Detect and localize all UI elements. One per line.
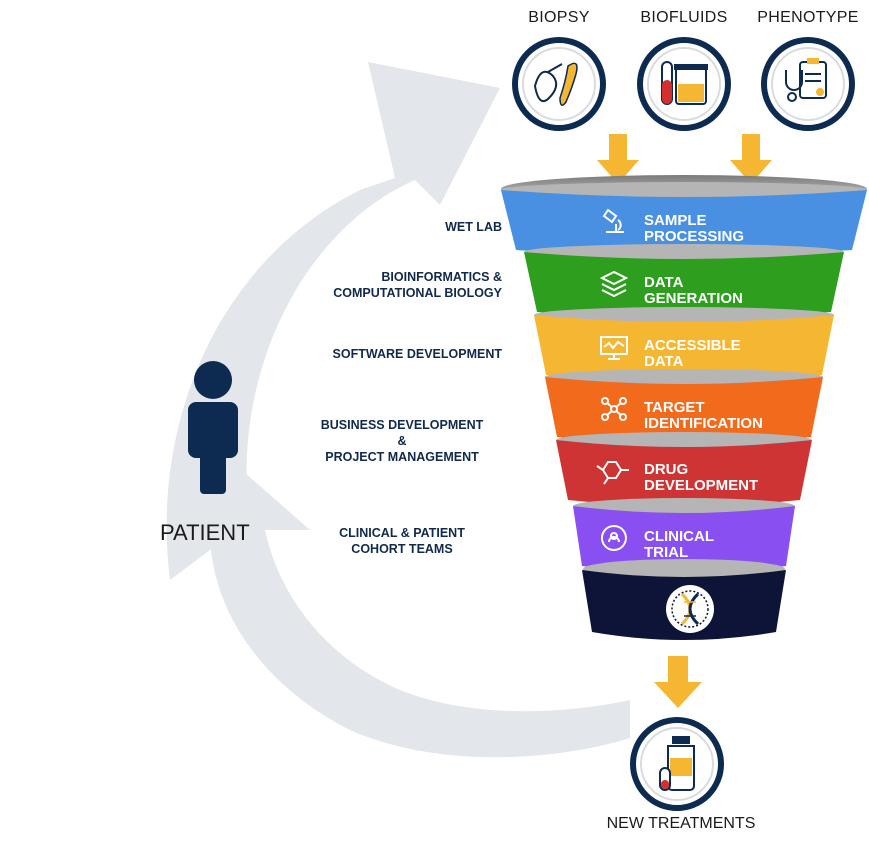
tier-body xyxy=(545,377,823,443)
biofluids-icon xyxy=(661,61,708,105)
tier-body xyxy=(573,506,795,572)
role-label-clinical: CLINICAL & PATIENT COHORT TEAMS xyxy=(339,526,465,556)
microscope-icon xyxy=(602,208,624,233)
tier-label-drug-development: DRUG DEVELOPMENT xyxy=(644,461,759,494)
cycle-arrow-lower xyxy=(180,465,630,758)
input-phenotype xyxy=(761,37,855,131)
tier-label-accessible-data: ACCESSIBLE DATA xyxy=(644,337,741,370)
role-label-software: SOFTWARE DEVELOPMENT xyxy=(332,347,502,361)
tier-rim xyxy=(545,369,823,385)
arrow-down-icon xyxy=(654,656,702,708)
molecule-icon xyxy=(596,461,629,485)
tier-rim xyxy=(556,432,812,448)
funnel-tier xyxy=(556,432,812,506)
tier-label-data-generation: DATA GENERATION xyxy=(644,274,743,307)
funnel-bottom xyxy=(582,559,786,640)
funnel-tier xyxy=(534,307,834,381)
role-label-business: BUSINESS DEVELOPMENT & PROJECT MANAGEMEN… xyxy=(320,418,484,464)
output-label: NEW TREATMENTS xyxy=(606,815,756,832)
tier-rim xyxy=(501,182,867,198)
funnel-tier xyxy=(573,498,795,572)
tier-rim xyxy=(573,498,795,514)
dna-icon xyxy=(671,590,709,628)
biopsy-icon xyxy=(533,62,578,106)
funnel-tier xyxy=(545,369,823,443)
role-label-wet-lab: WET LAB xyxy=(445,220,502,234)
phenotype-icon xyxy=(785,58,827,102)
output-new-treatments xyxy=(630,717,724,811)
arrow-down-icon xyxy=(730,134,772,184)
patient-figure-icon xyxy=(188,361,238,494)
tier-rim xyxy=(524,244,844,260)
input-biopsy xyxy=(512,37,606,131)
input-label-biofluids: BIOFLUIDS xyxy=(640,9,728,26)
input-label-phenotype: PHENOTYPE xyxy=(757,9,859,26)
tier-label-sample-processing: SAMPLE PROCESSING xyxy=(644,212,745,245)
funnel-tiers xyxy=(501,182,867,572)
input-label-biopsy: BIOPSY xyxy=(528,9,590,26)
network-icon xyxy=(601,397,627,421)
role-label-bioinformatics: BIOINFORMATICS & COMPUTATIONAL BIOLOGY xyxy=(333,270,502,300)
gold-arrows-in xyxy=(597,134,772,184)
tier-body xyxy=(501,190,867,256)
layers-icon xyxy=(599,270,629,298)
medicine-bottle-icon xyxy=(659,736,695,791)
tier-body xyxy=(556,440,812,506)
tier-body xyxy=(534,315,834,381)
tier-label-clinical-trial: CLINICAL TRIAL xyxy=(644,528,714,561)
patient-label: PATIENT xyxy=(160,520,250,545)
funnel-tier xyxy=(501,182,867,256)
monitor-icon xyxy=(600,336,628,360)
arrow-down-icon xyxy=(597,134,639,184)
patient-search-icon xyxy=(600,525,627,551)
tier-rim xyxy=(534,307,834,323)
tier-label-target-identification: TARGET IDENTIFICATION xyxy=(644,399,763,432)
input-biofluids xyxy=(637,37,731,131)
funnel-tier xyxy=(524,244,844,318)
tier-body xyxy=(524,252,844,318)
cycle-arrows xyxy=(166,62,630,758)
